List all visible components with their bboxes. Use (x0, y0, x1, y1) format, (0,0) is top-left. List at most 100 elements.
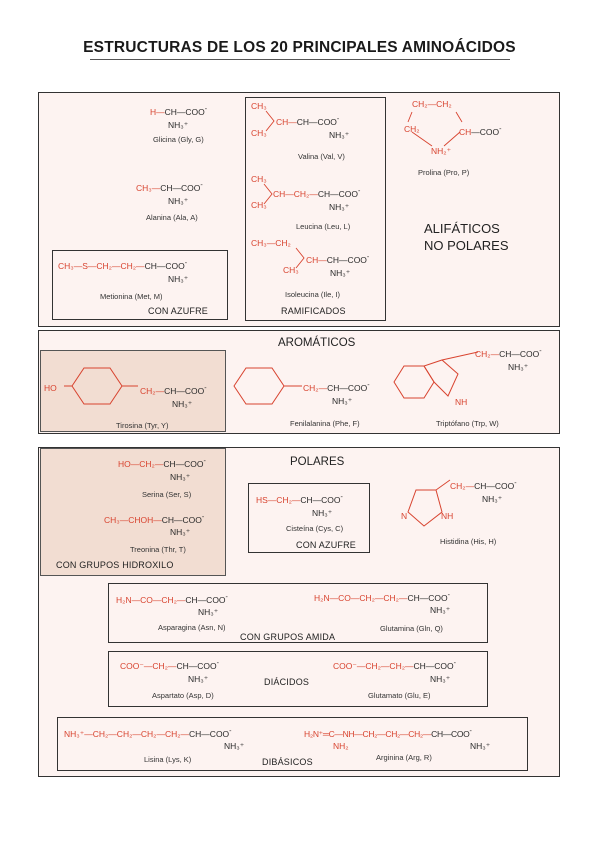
isoleucine-branch (295, 247, 305, 269)
diacid-box (108, 651, 488, 707)
sulfur-box-methionine (52, 250, 228, 320)
isoleucine-name: Isoleucina (Ile, I) (285, 290, 341, 299)
proline-nh2: NH₂⁺ (431, 146, 452, 156)
histidine-name: Histidina (His, H) (440, 537, 497, 546)
cysteine-formula: HS—CH₂—CH—COO- (256, 493, 343, 505)
histidine-nh: NH (441, 511, 454, 521)
tyrosine-name: Tirosina (Tyr, Y) (116, 421, 169, 430)
proline-right: CH—COO- (459, 125, 502, 137)
page-title: ESTRUCTURAS DE LOS 20 PRINCIPALES AMINOÁ… (83, 39, 516, 56)
histidine-ring (407, 479, 451, 527)
histidine-nh3: NH₃⁺ (482, 494, 503, 504)
tryptophan-formula: CH₂—CH—COO- (475, 347, 542, 359)
branched-box (245, 97, 386, 321)
title-underline (90, 59, 510, 60)
threonine-nh3: NH₃⁺ (170, 527, 191, 537)
lysine-formula: NH₃⁺—CH₂—CH₂—CH₂—CH₂—CH—COO- (64, 727, 232, 739)
proline-left: CH₂ (404, 124, 420, 134)
phenylalanine-formula: CH₂—CH—COO- (303, 381, 370, 393)
amide-label: CON GRUPOS AMIDA (240, 632, 336, 642)
cysteine-nh3: NH₃⁺ (312, 508, 333, 518)
glutamine-nh3: NH₃⁺ (430, 605, 451, 615)
threonine-name: Treonina (Thr, T) (130, 545, 186, 554)
valine-branch (265, 110, 275, 132)
tryptophan-nh: NH (455, 397, 468, 407)
arginine-formula: H₂N⁺═C—NH—CH₂—CH₂—CH₂—CH—COO- (304, 727, 472, 739)
aspartate-formula: COO⁻—CH₂—CH—COO- (120, 659, 219, 671)
proline-top: CH₂—CH₂ (412, 99, 452, 109)
lysine-name: Lisina (Lys, K) (144, 755, 192, 764)
glutamate-nh3: NH₃⁺ (430, 674, 451, 684)
serine-nh3: NH₃⁺ (170, 472, 191, 482)
methionine-nh3: NH₃⁺ (168, 274, 189, 284)
serine-formula: HO—CH₂—CH—COO- (118, 457, 206, 469)
valine-ch3-a: CH₃ (251, 101, 267, 111)
aromatic-label: AROMÁTICOS (278, 337, 356, 349)
tyrosine-ho: HO (44, 383, 57, 393)
leucine-ch3-b: CH₃ (251, 200, 267, 210)
aspartate-nh3: NH₃⁺ (188, 674, 209, 684)
serine-name: Serina (Ser, S) (142, 490, 192, 499)
glutamine-formula: H₂N—CO—CH₂—CH₂—CH—COO- (314, 591, 450, 603)
methionine-formula: CH₃—S—CH₂—CH₂—CH—COO- (58, 259, 188, 271)
leucine-branch (263, 183, 273, 205)
isoleucine-ch3: CH₃ (283, 265, 299, 275)
diacid-label: DIÁCIDOS (264, 677, 310, 687)
isoleucine-ethyl: CH₃—CH₂ (251, 238, 291, 248)
asparagine-formula: H₂N—CO—CH₂—CH—COO- (116, 593, 228, 605)
asparagine-nh3: NH₃⁺ (198, 607, 219, 617)
dibasic-label: DIBÁSICOS (262, 757, 313, 767)
cysteine-name: Cisteína (Cys, C) (286, 524, 344, 533)
phenylalanine-nh3: NH₃⁺ (332, 396, 353, 406)
phenylalanine-name: Fenilalanina (Phe, F) (290, 419, 360, 428)
amide-box (108, 583, 488, 643)
hydroxyl-box-top (40, 350, 226, 432)
glutamate-formula: COO⁻—CH₂—CH₂—CH—COO- (333, 659, 457, 671)
sulfur-label-2: CON AZUFRE (296, 540, 357, 550)
valine-nh3: NH₃⁺ (329, 130, 350, 140)
leucine-name: Leucina (Leu, L) (296, 222, 351, 231)
valine-formula: CH—CH—COO- (276, 115, 340, 127)
threonine-formula: CH₃—CHOH—CH—COO- (104, 513, 205, 525)
leucine-ch3-a: CH₃ (251, 174, 267, 184)
tryptophan-name: Triptófano (Trp, W) (436, 419, 499, 428)
proline-name: Prolina (Pro, P) (418, 168, 470, 177)
cysteine-box (248, 483, 370, 553)
arginine-nh3: NH₃⁺ (470, 741, 491, 751)
tyrosine-formula: CH₂—CH—COO- (140, 384, 207, 396)
phenylalanine-ring (233, 367, 302, 405)
histidine-formula: CH₂—CH—COO- (450, 479, 517, 491)
alanine-nh3: NH₃⁺ (168, 196, 189, 206)
dibasic-box (57, 717, 528, 771)
leucine-nh3: NH₃⁺ (329, 202, 350, 212)
lysine-nh3: NH₃⁺ (224, 741, 245, 751)
polar-label: POLARES (290, 456, 345, 468)
asparagine-name: Asparagina (Asn, N) (158, 623, 226, 632)
histidine-n: N (401, 511, 408, 521)
isoleucine-formula: CH—CH—COO- (306, 253, 370, 265)
alanine-formula: CH₃—CH—COO- (136, 181, 203, 193)
arginine-name: Arginina (Arg, R) (376, 753, 432, 762)
isoleucine-nh3: NH₃⁺ (330, 268, 351, 278)
valine-name: Valina (Val, V) (298, 152, 345, 161)
glycine-formula: H—CH—COO- (150, 105, 208, 117)
methionine-name: Metionina (Met, M) (100, 292, 163, 301)
sulfur-label-1: CON AZUFRE (148, 306, 209, 316)
alanine-name: Alanina (Ala, A) (146, 213, 198, 222)
proline-ring (407, 111, 463, 147)
hydroxyl-box (40, 448, 226, 576)
valine-ch3-b: CH₃ (251, 128, 267, 138)
glutamate-name: Glutamato (Glu, E) (368, 691, 431, 700)
tyrosine-nh3: NH₃⁺ (172, 399, 193, 409)
branched-label: RAMIFICADOS (281, 306, 346, 316)
glycine-name: Glicina (Gly, G) (153, 135, 204, 144)
aspartate-name: Aspartato (Asp, D) (152, 691, 214, 700)
aliphatic-label: ALIFÁTICOS NO POLARES (424, 221, 509, 253)
tryptophan-nh3: NH₃⁺ (508, 362, 529, 372)
tyrosine-ring (64, 367, 138, 405)
leucine-formula: CH—CH₂—CH—COO- (273, 187, 361, 199)
arginine-nh2: NH₂ (333, 741, 349, 751)
hydroxyl-label: CON GRUPOS HIDROXILO (56, 560, 174, 570)
glutamine-name: Glutamina (Gln, Q) (380, 624, 443, 633)
tryptophan-ring (393, 351, 479, 399)
